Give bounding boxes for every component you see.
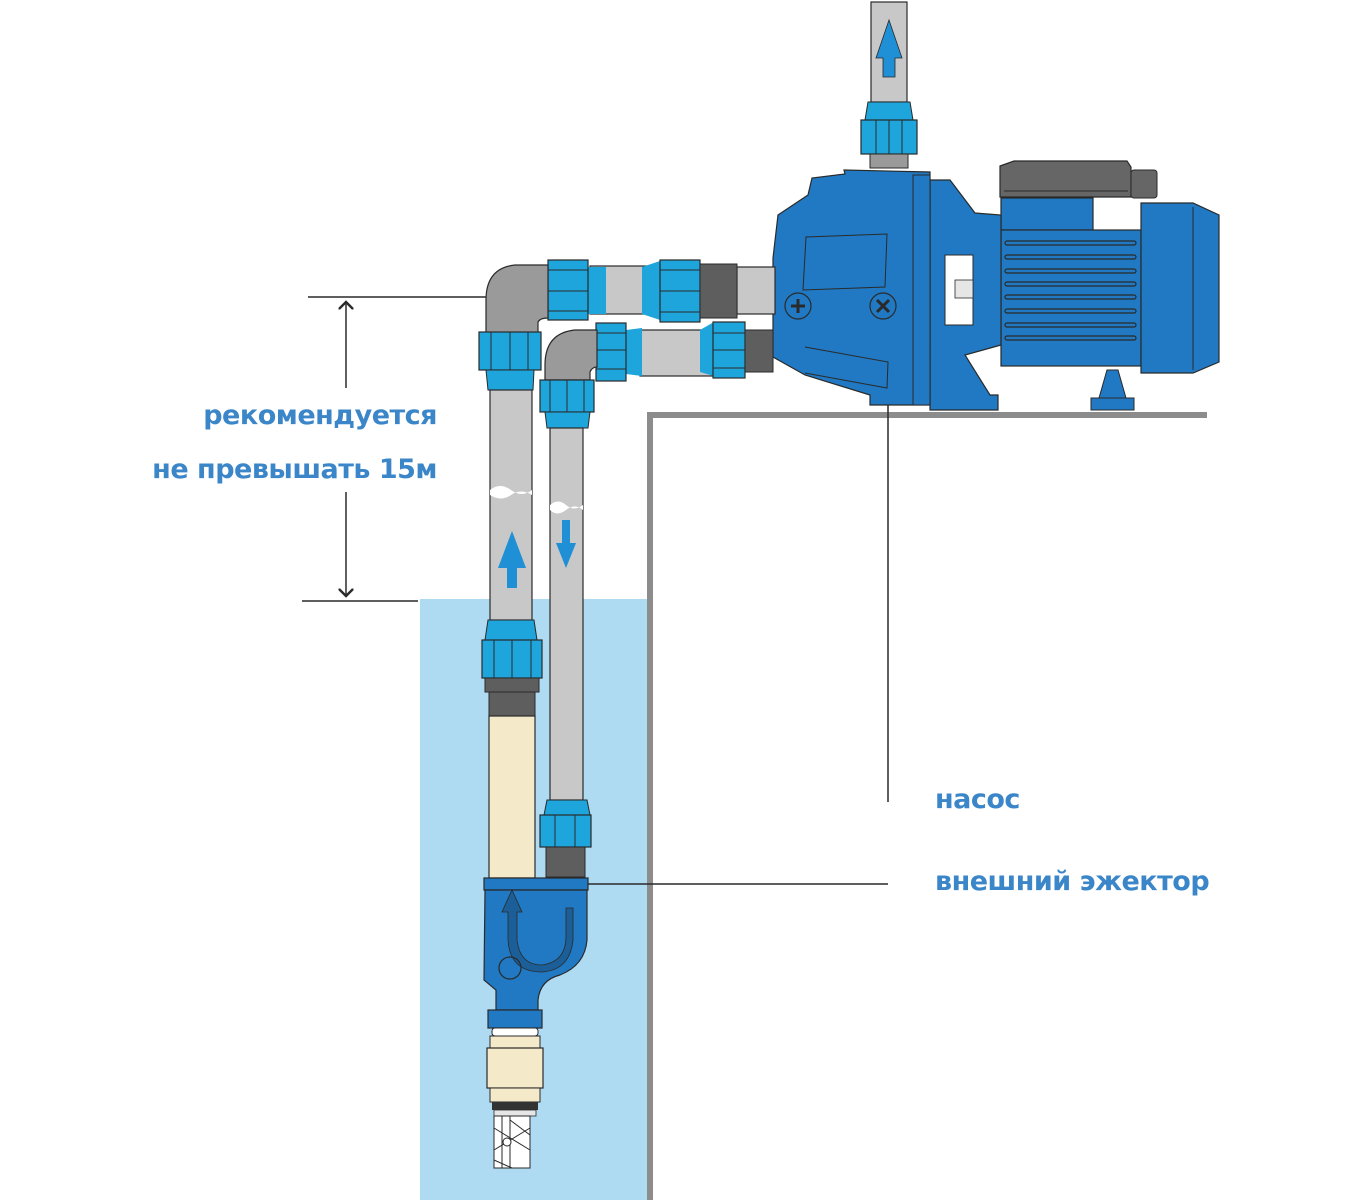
pump [772,160,1220,411]
height-dimension [302,296,488,602]
pressure-elbow [544,329,598,381]
suction-pipe [478,331,543,879]
pump-housing [772,169,931,406]
pipe-break [550,501,583,514]
screw-icon [784,292,812,320]
return-arrow-down-icon [556,520,576,568]
pipe-break [490,486,532,499]
terminal-box [999,160,1132,198]
ejector-label: внешний эжектор [935,866,1210,897]
foot-strainer [486,1027,544,1169]
pressure-return-pipe [539,379,595,878]
pressure-horizontal-pipe [595,321,774,382]
ground-wall [647,412,1207,1200]
discharge-pipe [860,1,918,169]
flow-u-arrow-icon [501,889,574,973]
external-ejector [483,877,589,1029]
discharge-arrow-up-icon [875,18,903,78]
suction-elbow [485,264,549,334]
suction-horizontal-pipe [547,259,776,323]
screw-icon [869,292,897,320]
height-note-line2: не превышать 15м [152,454,437,485]
fan-cover [1140,202,1220,374]
pump-label: насос [935,784,1020,815]
height-note-line1: рекомендуется [203,400,437,431]
suction-arrow-up-icon [498,531,526,588]
